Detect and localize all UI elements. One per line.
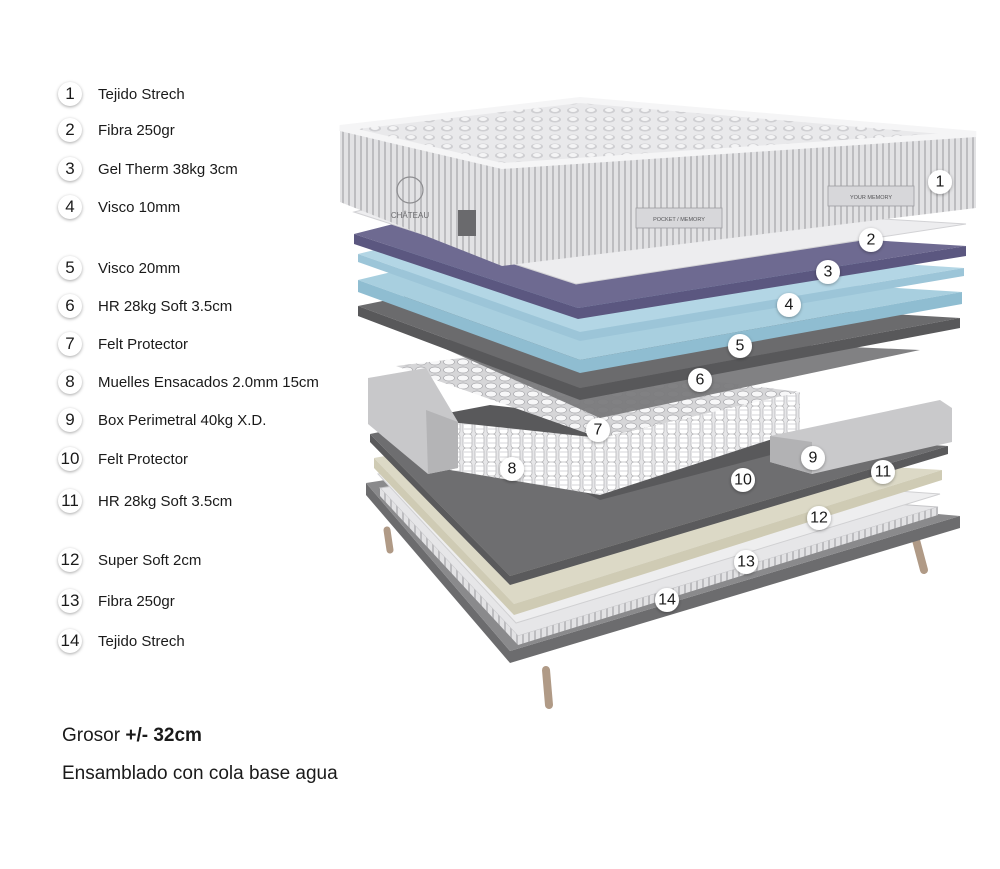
callout-number: 13	[737, 554, 755, 571]
base-leg	[383, 526, 394, 554]
legend-item-14: 14 Tejido Strech	[58, 628, 185, 654]
legend-number-badge: 13	[58, 589, 82, 613]
callout-9: 9	[801, 446, 825, 470]
thickness-value: +/- 32cm	[125, 725, 202, 746]
legend-item-3: 3 Gel Therm 38kg 3cm	[58, 156, 238, 182]
mattress-cover-top-border	[339, 96, 977, 170]
legend-number-badge: 9	[58, 408, 82, 432]
callout-number: 9	[809, 450, 818, 467]
legend-label: Visco 20mm	[98, 259, 181, 277]
legend-label: HR 28kg Soft 3.5cm	[98, 492, 233, 510]
legend-number-badge: 5	[58, 256, 82, 280]
base-leg	[912, 536, 928, 574]
callout-number: 11	[875, 464, 892, 481]
callout-3: 3	[816, 260, 840, 284]
side-label-patch	[458, 210, 476, 236]
legend-label: HR 28kg Soft 3.5cm	[98, 297, 233, 315]
legend-label: Box Perimetral 40kg X.D.	[98, 411, 267, 429]
callout-number: 3	[824, 264, 833, 281]
layer-6-hr-foam-side	[358, 306, 960, 400]
callout-number: 8	[508, 461, 517, 478]
thickness-line: Grosor +/- 32cm	[62, 722, 338, 750]
legend-item-7: 7 Felt Protector	[58, 331, 188, 357]
legend-label: Gel Therm 38kg 3cm	[98, 160, 238, 178]
callout-13: 13	[734, 550, 758, 574]
layer-5-visco-20mm-side	[358, 280, 962, 373]
callout-number: 2	[867, 232, 876, 249]
legend-number-badge: 14	[58, 629, 82, 653]
layer-1-top-cover: CHÂTEAU POCKET / MEMORY YOUR MEMORY	[339, 96, 977, 266]
callout-number: 12	[810, 510, 828, 527]
callout-5: 5	[728, 334, 752, 358]
product-tag-right-label: YOUR MEMORY	[850, 195, 892, 201]
legend-label: Fibra 250gr	[98, 592, 175, 610]
thickness-label: Grosor	[62, 725, 121, 746]
layer-9-box-perimeter-left-front	[426, 410, 458, 474]
callout-number: 4	[785, 297, 794, 314]
callout-number: 1	[936, 174, 945, 191]
legend-number-badge: 11	[58, 489, 82, 513]
legend-label: Super Soft 2cm	[98, 551, 202, 569]
legend-label: Felt Protector	[98, 335, 189, 353]
legend-label: Felt Protector	[98, 450, 189, 468]
legend-number-badge: 2	[58, 118, 82, 142]
legend-item-2: 2 Fibra 250gr	[58, 117, 175, 143]
layer-9-box-perimeter-right-front	[770, 436, 812, 474]
legend-item-5: 5 Visco 20mm	[58, 255, 180, 281]
legend-item-12: 12 Super Soft 2cm	[58, 547, 201, 573]
legend-label: Tejido Strech	[98, 85, 185, 103]
callout-8: 8	[500, 457, 524, 481]
layer-4-visco-10mm-side	[358, 254, 964, 341]
layer-3-gel-therm-side	[354, 234, 966, 319]
legend-number-badge: 1	[58, 82, 82, 106]
legend-item-8: 8 Muelles Ensacados 2.0mm 15cm	[58, 369, 319, 395]
legend-item-11: 11 HR 28kg Soft 3.5cm	[58, 488, 232, 514]
legend-number-badge: 10	[58, 447, 82, 471]
legend-item-6: 6 HR 28kg Soft 3.5cm	[58, 293, 232, 319]
legend-item-10: 10 Felt Protector	[58, 446, 188, 472]
legend-label: Tejido Strech	[98, 632, 185, 650]
product-tag-right	[827, 185, 915, 207]
legend-item-4: 4 Visco 10mm	[58, 194, 180, 220]
layer-legend: 1 Tejido Strech 2 Fibra 250gr 3 Gel Ther…	[0, 0, 360, 700]
spring-coils-front	[450, 392, 800, 495]
callout-number: 10	[734, 472, 752, 489]
base-leg	[542, 666, 553, 709]
callout-10: 10	[731, 468, 755, 492]
callout-1: 1	[928, 170, 952, 194]
legend-number-badge: 3	[58, 157, 82, 181]
legend-label: Visco 10mm	[98, 198, 181, 216]
legend-number-badge: 8	[58, 370, 82, 394]
legend-label: Muelles Ensacados 2.0mm 15cm	[98, 373, 319, 391]
callout-number: 14	[658, 592, 676, 609]
callout-6: 6	[688, 368, 712, 392]
legend-item-9: 9 Box Perimetral 40kg X.D.	[58, 407, 266, 433]
legend-number-badge: 4	[58, 195, 82, 219]
callout-4: 4	[777, 293, 801, 317]
legend-item-1: 1 Tejido Strech	[58, 81, 185, 107]
product-tag-left	[635, 207, 723, 229]
legend-number-badge: 7	[58, 332, 82, 356]
legend-item-13: 13 Fibra 250gr	[58, 588, 175, 614]
callout-14: 14	[655, 588, 679, 612]
callout-11: 11	[871, 460, 895, 484]
assembly-line: Ensamblado con cola base agua	[62, 763, 338, 784]
specs-footer: Grosor +/- 32cm Ensamblado con cola base…	[62, 722, 338, 798]
brand-logo-emblem	[396, 176, 424, 204]
legend-label: Fibra 250gr	[98, 121, 175, 139]
callout-number: 6	[696, 372, 705, 389]
callout-number: 5	[736, 338, 745, 355]
callout-12: 12	[807, 506, 831, 530]
legend-number-badge: 6	[58, 294, 82, 318]
mattress-cover-side	[502, 134, 976, 266]
callout-number: 7	[594, 422, 603, 439]
legend-number-badge: 12	[58, 548, 82, 572]
callout-7: 7	[586, 418, 610, 442]
brand-label: CHÂTEAU	[391, 211, 429, 220]
product-tag-left-label: POCKET / MEMORY	[653, 217, 705, 223]
callout-2: 2	[859, 228, 883, 252]
mattress-layer-diagram: CHÂTEAU POCKET / MEMORY YOUR MEMORY 1 2 …	[339, 96, 977, 709]
